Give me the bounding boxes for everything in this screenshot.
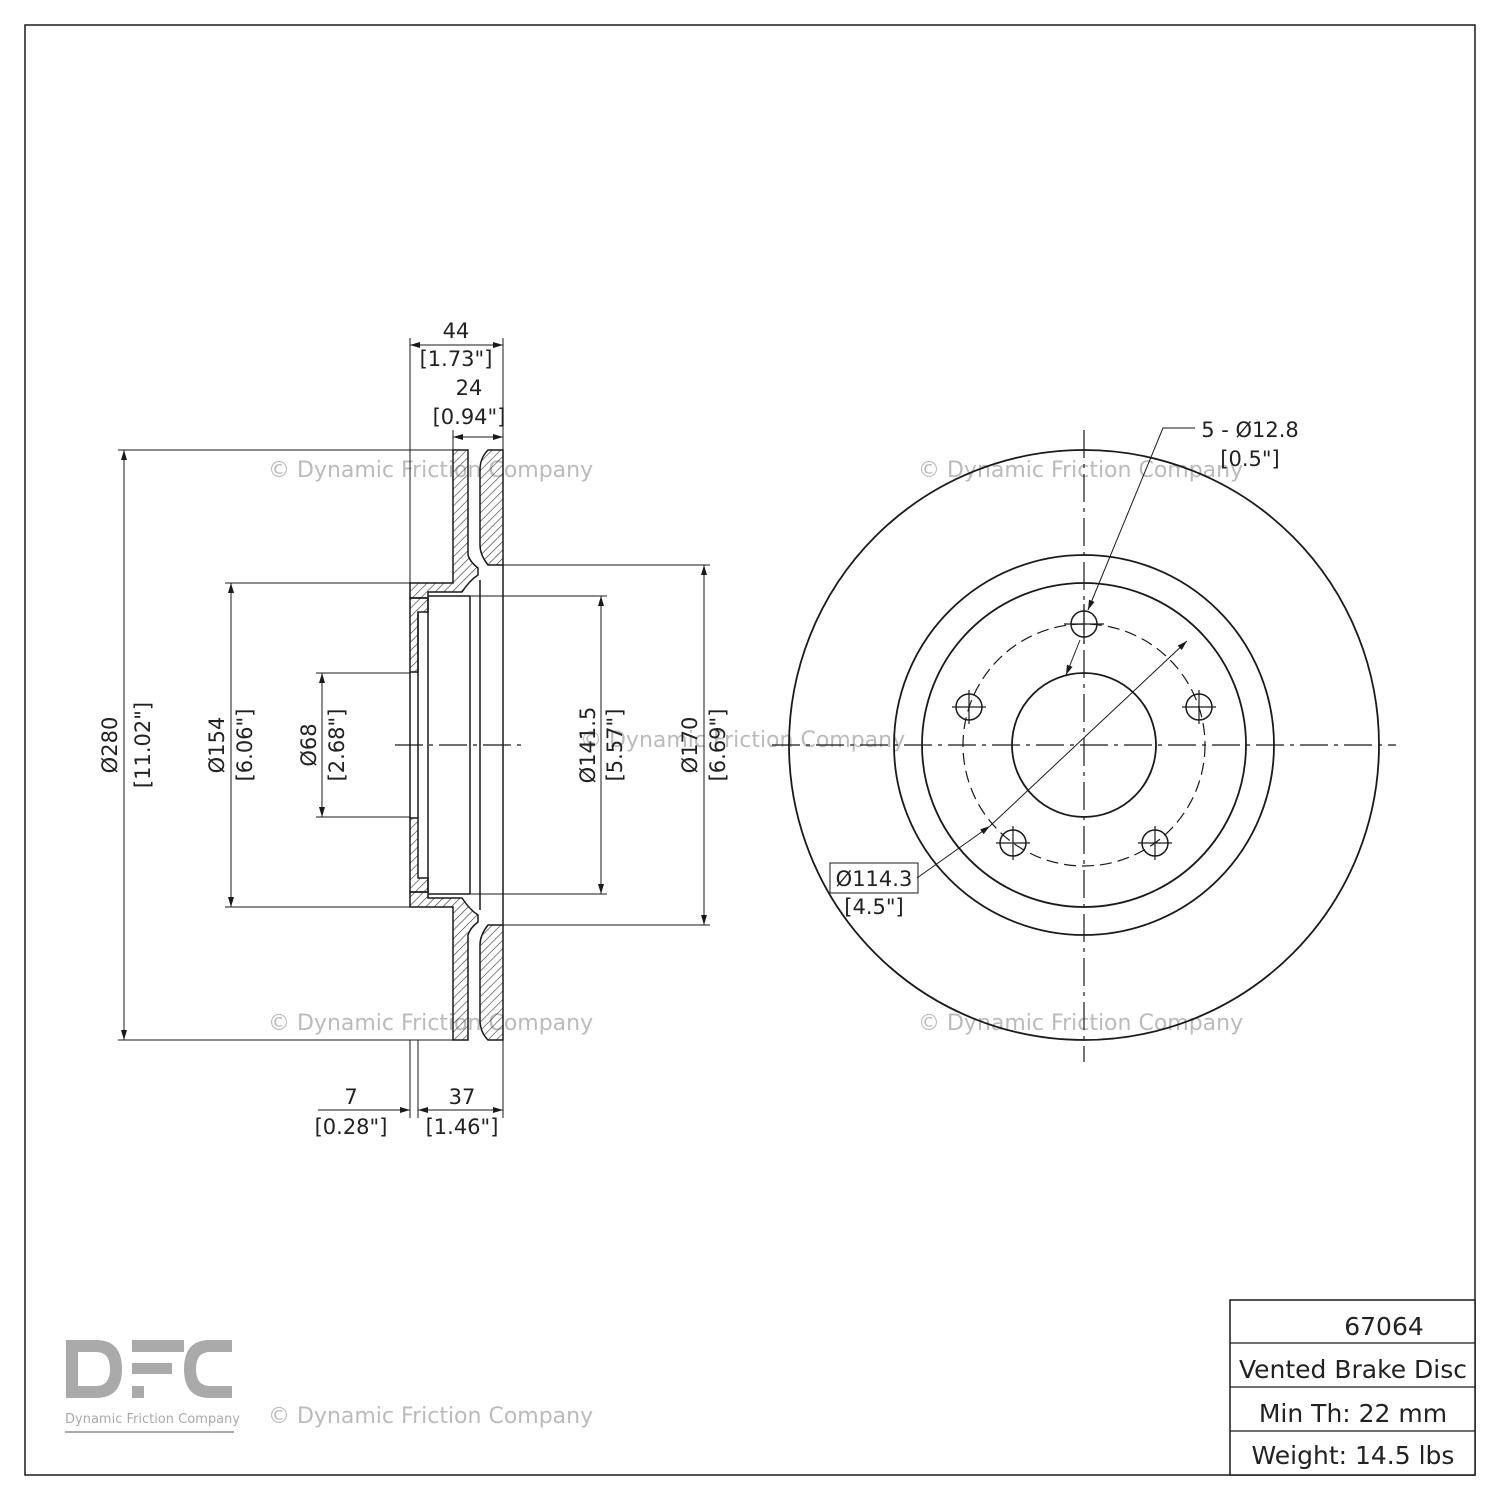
front-dimension-labels: 5 - Ø12.8 [0.5"] Ø114.3 [4.5"] [836,418,1299,919]
dfc-logo: Dynamic Friction Company [65,1340,240,1433]
watermark-2: © Dynamic Friction Company [918,458,1243,483]
dim-overall-width: 44 [443,319,470,343]
dim-outer-diameter-inch: [11.02"] [131,702,155,788]
front-leaders [829,427,1195,894]
dfc-logo-mark [66,1340,232,1398]
dim-friction-inner-diameter: Ø170 [678,717,702,774]
footer-watermark: © Dynamic Friction Company [268,1404,593,1429]
part-number: 67064 [1344,1312,1424,1341]
dim-inner-hat-diameter: Ø141.5 [576,707,600,784]
dim-outer-diameter: Ø280 [98,717,122,774]
watermarks: © Dynamic Friction Company © Dynamic Fri… [268,458,1243,1036]
section-view [395,449,525,1041]
dim-rotor-thickness: 24 [456,376,483,400]
front-centerlines [772,430,1396,1062]
section-dimensions [118,338,710,1118]
dim-hat-wall-inch: [0.28"] [315,1115,388,1139]
dim-overall-width-inch: [1.73"] [420,347,493,371]
dim-hat-wall: 7 [344,1085,357,1109]
section-dimension-labels: 44 [1.73"] 24 [0.94"] Ø280 [11.02"] Ø154… [98,319,730,1139]
dim-rotor-thickness-inch: [0.94"] [433,405,506,429]
dim-bolt-circle-inch: [4.5"] [844,895,903,919]
watermark-5: © Dynamic Friction Company [918,1011,1243,1036]
dim-center-bore-inch: [2.68"] [325,709,349,782]
dim-hat-depth: 37 [449,1085,476,1109]
sheet-border [24,24,1476,1476]
dim-bolt-circle: Ø114.3 [836,867,913,891]
min-thickness: Min Th: 22 mm [1259,1399,1447,1428]
dim-hat-diameter: Ø154 [205,717,229,774]
dim-center-bore: Ø68 [297,723,321,766]
dim-inner-hat-diameter-inch: [5.57"] [603,709,627,782]
watermark-3: © Dynamic Friction Company [580,728,905,753]
dim-bolt-holes: 5 - Ø12.8 [1201,418,1299,442]
bolt-circle-box [829,862,919,894]
dfc-logo-caption: Dynamic Friction Company [65,1412,240,1427]
dim-bolt-holes-inch: [0.5"] [1220,447,1279,471]
watermark-4: © Dynamic Friction Company [268,1011,593,1036]
dim-hat-depth-inch: [1.46"] [426,1115,499,1139]
watermark-1: © Dynamic Friction Company [268,458,593,483]
part-description: Vented Brake Disc [1239,1355,1467,1384]
title-block: 67064 Vented Brake Disc Min Th: 22 mm We… [1229,1299,1476,1476]
dim-hat-diameter-inch: [6.06"] [233,709,257,782]
dim-friction-inner-diameter-inch: [6.69"] [706,709,730,782]
weight: Weight: 14.5 lbs [1252,1441,1455,1470]
